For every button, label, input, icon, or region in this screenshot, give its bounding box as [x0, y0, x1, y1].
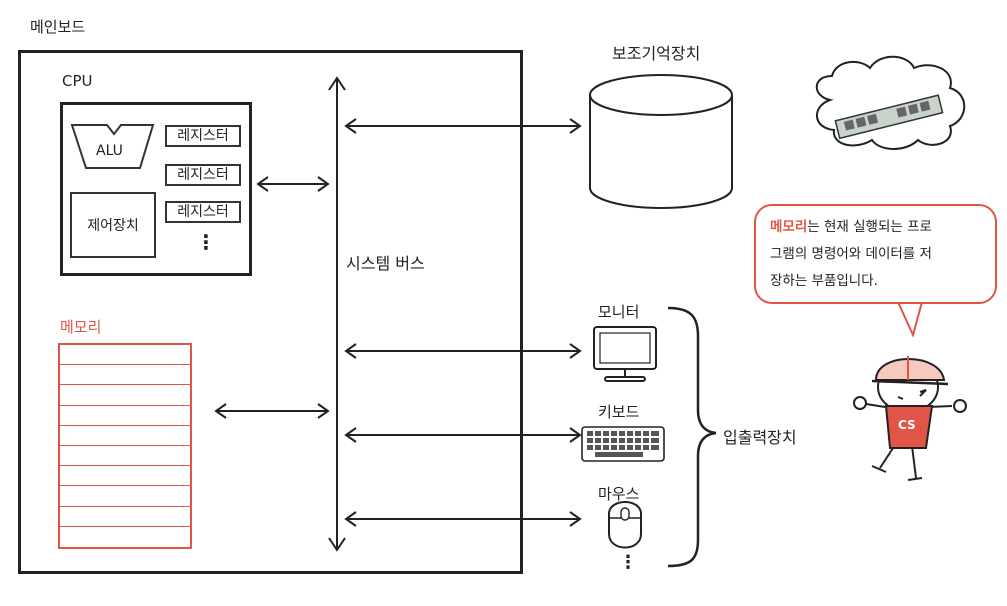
io-brace: [667, 306, 717, 568]
callout-line-2: 그램의 명령어와 데이터를 저: [770, 246, 932, 262]
ram-cloud-icon: [815, 55, 966, 150]
control-unit: 제어장치: [70, 192, 156, 258]
memory-row: [60, 446, 190, 467]
memory-row: [60, 507, 190, 527]
mouse-icon: [608, 501, 642, 549]
keyboard-label: 키보드: [598, 403, 640, 421]
mouse-bus-arrow: [344, 511, 582, 527]
mainboard-label: 메인보드: [30, 18, 86, 36]
secondary-storage-label: 보조기억장치: [612, 44, 701, 63]
mouse-label: 마우스: [598, 485, 640, 503]
character-shirt-text: CS: [898, 418, 916, 432]
register-2: 레지스터: [165, 164, 241, 186]
memory-row: [60, 385, 190, 406]
mainboard: [18, 50, 523, 574]
callout-line-3: 장하는 부품입니다.: [770, 273, 878, 289]
memory-row: [60, 426, 190, 446]
storage-cylinder: [589, 74, 733, 209]
alu-shape: [70, 124, 155, 169]
keyboard-bus-arrow: [344, 427, 582, 443]
register-1: 레지스터: [165, 125, 241, 147]
callout-bubble: 메모리는 현재 실행되는 프로 그램의 명령어와 데이터를 저 장하는 부품입니…: [754, 204, 997, 304]
alu-label: ALU: [96, 143, 123, 159]
monitor-icon: [593, 326, 657, 382]
register-3: 레지스터: [165, 201, 241, 223]
callout-tail: [897, 301, 923, 338]
io-devices-label: 입출력장치: [723, 428, 797, 447]
memory-block: [58, 343, 192, 549]
callout-highlight: 메모리: [770, 219, 808, 235]
keyboard-icon: [581, 426, 665, 462]
cs-character-illustration: [853, 356, 967, 481]
memory-row: [60, 527, 190, 547]
memory-label: 메모리: [60, 318, 102, 336]
monitor-bus-arrow: [344, 343, 582, 359]
io-ellipsis: ⋮: [619, 552, 637, 573]
register-ellipsis: ⋮: [196, 230, 216, 254]
memory-row: [60, 466, 190, 487]
callout-line-1: 메모리는 현재 실행되는 프로: [770, 214, 981, 241]
memory-row: [60, 406, 190, 426]
storage-bus-arrow: [344, 118, 582, 134]
cpu-bus-arrow: [256, 176, 330, 192]
memory-bus-arrow: [214, 403, 330, 419]
monitor-label: 모니터: [598, 303, 640, 321]
memory-row: [60, 365, 190, 386]
callout-line-1-rest: 는 현재 실행되는 프로: [807, 219, 932, 235]
system-bus-label: 시스템 버스: [346, 254, 425, 273]
cpu-box: [60, 102, 252, 276]
cpu-label: CPU: [62, 72, 93, 90]
memory-row: [60, 345, 190, 366]
memory-row: [60, 486, 190, 507]
system-bus-arrow: [328, 76, 346, 552]
